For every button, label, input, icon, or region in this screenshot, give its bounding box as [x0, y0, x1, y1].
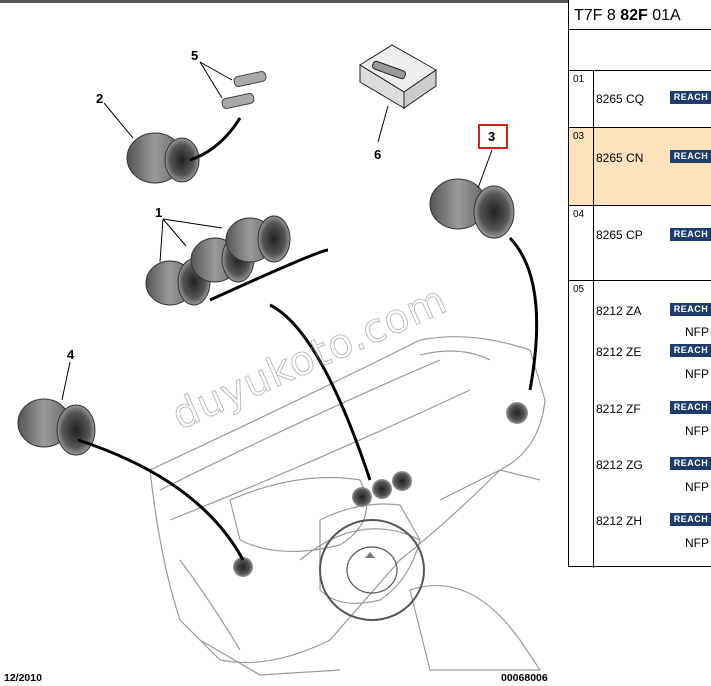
nfp-label: NFP [685, 424, 709, 438]
reach-badge: REACH [670, 303, 711, 316]
callout-label-2: 2 [96, 91, 103, 106]
part-ref[interactable]: 8212 ZF [596, 402, 641, 416]
parts-row-selected[interactable]: 03 8265 CN REACH [569, 128, 711, 206]
nfp-label: NFP [685, 480, 709, 494]
reach-badge: REACH [670, 513, 711, 526]
panel-header: T7F 8 82F 01A [569, 0, 711, 30]
panel-blank-row [569, 30, 711, 71]
ref-prefix: T7F 8 [574, 7, 621, 24]
reach-badge: REACH [670, 344, 711, 357]
leader-lines [77, 117, 539, 561]
vents-part-1 [145, 215, 291, 306]
callout-label-6: 6 [374, 147, 381, 162]
ref-suffix: 01A [647, 7, 681, 24]
part-ref[interactable]: 8212 ZE [596, 345, 642, 359]
row-index: 04 [569, 206, 594, 280]
part-ref[interactable]: 8212 ZG [596, 458, 643, 472]
callout-3-highlight [478, 124, 508, 149]
callout-label-3: 3 [488, 129, 495, 144]
part-ref[interactable]: 8265 CP [596, 228, 643, 242]
parts-row[interactable]: 05 8212 ZA REACH NFP 8212 ZE REACH NFP 8… [569, 281, 711, 568]
footer-drawing-id: 00068006 [501, 672, 548, 684]
box-part-6 [359, 44, 437, 109]
callout-label-4: 4 [67, 347, 75, 362]
callout-label-5: 5 [191, 48, 198, 63]
nfp-label: NFP [685, 325, 709, 339]
part-ref[interactable]: 8212 ZH [596, 514, 643, 528]
reach-badge: REACH [670, 401, 711, 414]
exploded-diagram: 1 2 3 4 5 6 duyukoto.com [17, 44, 546, 676]
ref-bold: 82F [620, 7, 648, 24]
reach-badge: REACH [670, 457, 711, 470]
row-index: 05 [569, 281, 594, 568]
part-ref[interactable]: 8265 CQ [596, 92, 645, 106]
part-ref[interactable]: 8212 ZA [596, 304, 642, 318]
screws-part-5 [221, 71, 267, 109]
parts-row[interactable]: 01 8265 CQ REACH [569, 71, 711, 128]
watermark: duyukoto.com [165, 277, 454, 439]
nfp-label: NFP [685, 367, 709, 381]
reach-badge: REACH [670, 228, 711, 241]
vent-part-3 [429, 178, 515, 239]
vent-part-2 [126, 132, 200, 184]
callout-label-1: 1 [155, 205, 162, 220]
vent-part-4 [17, 398, 96, 456]
row-index: 03 [569, 128, 594, 205]
top-border [0, 0, 568, 3]
reach-badge: REACH [670, 91, 711, 104]
footer-date: 12/2010 [4, 672, 42, 684]
parts-row[interactable]: 04 8265 CP REACH [569, 206, 711, 281]
dashboard-vents [233, 402, 528, 577]
steering-wheel [319, 519, 425, 621]
parts-panel: T7F 8 82F 01A 01 8265 CQ REACH 03 8265 C… [568, 0, 711, 568]
callout-pointers [61, 61, 493, 401]
nfp-label: NFP [685, 536, 709, 550]
part-ref[interactable]: 8265 CN [596, 151, 644, 165]
reach-badge: REACH [670, 150, 711, 163]
row-index: 01 [569, 71, 594, 127]
